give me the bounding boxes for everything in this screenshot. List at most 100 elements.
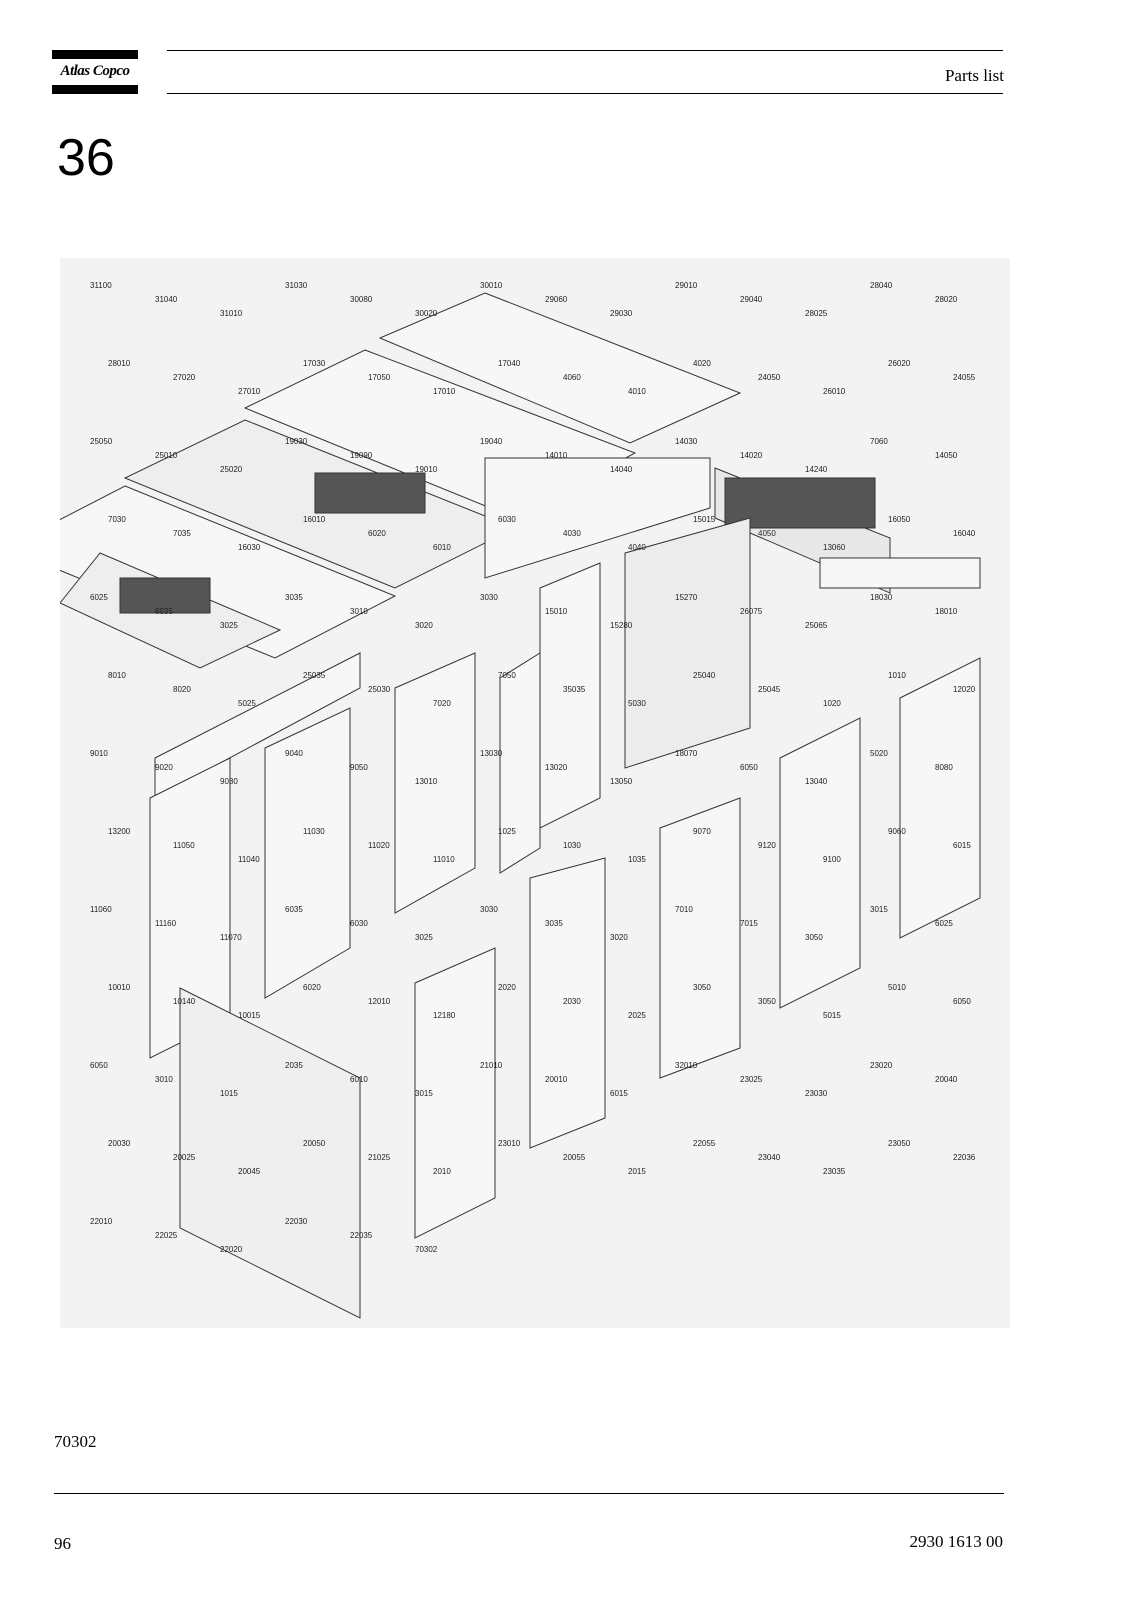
callout-label: 9040: [285, 749, 303, 758]
callout-label: 23010: [498, 1139, 521, 1148]
callout-label: 27020: [173, 373, 196, 382]
callout-label: 21025: [368, 1153, 391, 1162]
roof-panel-31010: [378, 292, 742, 444]
callout-label: 13010: [415, 777, 438, 786]
callout-label: 35035: [563, 685, 586, 694]
callout-label: 2025: [628, 1011, 646, 1020]
callout-label: 25020: [220, 465, 243, 474]
callout-label: 9010: [90, 749, 108, 758]
callout-label: 29010: [675, 281, 698, 290]
callout-label: 25065: [805, 621, 828, 630]
logo-bottom-bar: [52, 85, 138, 94]
callout-label: 3010: [155, 1075, 173, 1084]
callout-label: 9020: [155, 763, 173, 772]
callout-label: 3015: [415, 1089, 433, 1098]
callout-label: 3020: [610, 933, 628, 942]
callout-label: 3035: [545, 919, 563, 928]
top-rail-19010: [819, 557, 981, 589]
side-rail-16010: [154, 652, 361, 799]
callout-label: 2020: [498, 983, 516, 992]
callout-label: 1035: [628, 855, 646, 864]
roof-grille-27010: [119, 577, 211, 614]
end-panel-20010: [179, 987, 361, 1319]
callout-label: 9100: [823, 855, 841, 864]
callout-label: 6035: [155, 607, 173, 616]
callout-label: 29040: [740, 295, 763, 304]
callout-label: 29030: [610, 309, 633, 318]
callout-label: 6020: [303, 983, 321, 992]
door-7010: [899, 657, 981, 939]
callout-label: 3015: [870, 905, 888, 914]
callout-label: 13030: [480, 749, 503, 758]
callout-label: 26020: [888, 359, 911, 368]
logo-top-bar: [52, 50, 138, 59]
callout-label: 15270: [675, 593, 698, 602]
callout-label: 4040: [628, 543, 646, 552]
callout-label: 4030: [563, 529, 581, 538]
callout-label: 11020: [368, 841, 390, 850]
section-number: 36: [57, 129, 115, 187]
callout-label: 31010: [220, 309, 243, 318]
callout-label: 14040: [610, 465, 633, 474]
callout-label: 12010: [368, 997, 391, 1006]
callout-label: 8010: [108, 671, 126, 680]
callout-label: 6010: [350, 1075, 368, 1084]
callout-label: 13060: [823, 543, 846, 552]
callout-label: 3030: [480, 905, 498, 914]
callout-label: 30010: [480, 281, 503, 290]
callout-label: 5010: [888, 983, 906, 992]
callout-label: 21010: [480, 1061, 503, 1070]
callout-label: 19090: [350, 451, 373, 460]
callout-label: 20045: [238, 1167, 261, 1176]
callout-label: 6050: [953, 997, 971, 1006]
callout-label: 15015: [693, 515, 716, 524]
callout-label: 17050: [368, 373, 391, 382]
callout-label: 3050: [758, 997, 776, 1006]
callout-label: 31030: [285, 281, 308, 290]
callout-label: 23040: [758, 1153, 781, 1162]
callout-label: 24055: [953, 373, 976, 382]
callout-label: 28010: [108, 359, 131, 368]
callout-label: 20050: [303, 1139, 326, 1148]
callout-label: 4010: [628, 387, 646, 396]
callout-label: 25035: [303, 671, 326, 680]
callout-label: 11010: [433, 855, 455, 864]
callout-label: 17030: [303, 359, 326, 368]
callout-label: 25010: [155, 451, 178, 460]
roof-panel-28010: [60, 485, 397, 659]
callout-label: 11160: [155, 919, 177, 928]
callout-label: 7010: [675, 905, 693, 914]
callout-label: 22010: [90, 1217, 113, 1226]
door-13010: [499, 652, 541, 874]
callout-label: 16040: [953, 529, 976, 538]
callout-label: 15280: [610, 621, 633, 630]
callout-label: 2035: [285, 1061, 303, 1070]
callout-label: 4020: [693, 359, 711, 368]
callout-label: 14030: [675, 437, 698, 446]
callout-label: 28020: [935, 295, 958, 304]
callout-label: 3050: [805, 933, 823, 942]
callout-label: 14010: [545, 451, 568, 460]
callout-label: 27010: [238, 387, 261, 396]
callout-label: 13020: [545, 763, 568, 772]
callout-label: 18010: [935, 607, 958, 616]
callout-label: 11060: [90, 905, 112, 914]
callout-label: 15010: [545, 607, 568, 616]
exploded-view-drawing: 3110031040310103103030080300203001029060…: [60, 258, 1010, 1328]
door-6010: [529, 857, 606, 1149]
callout-label: 1025: [498, 827, 516, 836]
callout-label: 7015: [740, 919, 758, 928]
callout-label: 22055: [693, 1139, 716, 1148]
callout-label: 22025: [155, 1231, 178, 1240]
callout-label: 22020: [220, 1245, 243, 1254]
callout-label: 5025: [238, 699, 256, 708]
callout-label: 1030: [563, 841, 581, 850]
callout-label: 6025: [90, 593, 108, 602]
callout-label: 17010: [433, 387, 456, 396]
callout-label: 16030: [238, 543, 261, 552]
callout-label: 2030: [563, 997, 581, 1006]
callout-label: 14020: [740, 451, 763, 460]
callout-label: 11030: [303, 827, 325, 836]
callout-label: 26010: [823, 387, 846, 396]
